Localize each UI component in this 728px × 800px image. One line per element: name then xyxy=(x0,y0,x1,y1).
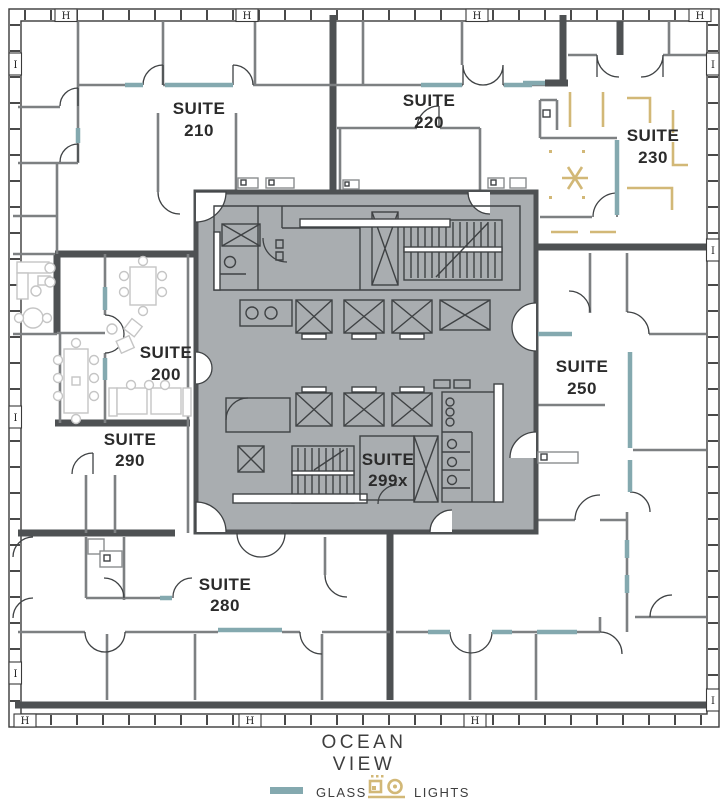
column-marker: H xyxy=(62,11,71,22)
lights-icon xyxy=(368,775,405,799)
legend: GLASS LIGHTS xyxy=(270,775,470,800)
column-marker: H xyxy=(471,716,480,727)
legend-lights-label: LIGHTS xyxy=(414,785,470,800)
glass-swatch xyxy=(270,787,303,794)
column-marker: I xyxy=(711,696,715,707)
core-interior xyxy=(213,205,521,504)
view-label-line1: OCEAN xyxy=(321,732,406,753)
suite-230-label: SUITE 230 xyxy=(627,126,680,167)
suite-word: SUITE xyxy=(104,430,157,449)
suite-number: 200 xyxy=(151,365,181,384)
footer: OCEAN VIEW GLASS LIGHTS xyxy=(270,732,470,800)
suite-word: SUITE xyxy=(627,126,680,145)
glass-walls xyxy=(75,80,633,635)
suite-299x-label: SUITE 299x xyxy=(362,450,415,490)
column-markers: H H H H H H H I I I I I I xyxy=(8,8,720,728)
column-marker: I xyxy=(14,413,18,424)
suite-number: 280 xyxy=(210,596,240,615)
walls-dark xyxy=(15,15,716,709)
suite-number: 220 xyxy=(414,113,444,132)
column-marker: H xyxy=(246,716,255,727)
suite-250-label: SUITE 250 xyxy=(556,357,609,398)
walls-medium xyxy=(13,21,706,700)
suite-labels: SUITE 210 SUITE 220 SUITE 230 SUITE 200 … xyxy=(104,91,680,615)
furniture xyxy=(13,255,192,425)
suite-word: SUITE xyxy=(199,575,252,594)
suite-word: SUITE xyxy=(173,99,226,118)
suite-280-label: SUITE 280 xyxy=(199,575,252,615)
suite-200-label: SUITE 200 xyxy=(140,343,193,384)
suite-word: SUITE xyxy=(403,91,456,110)
suite-number: 210 xyxy=(184,121,214,140)
column-marker: I xyxy=(14,60,18,71)
suite-220-label: SUITE 220 xyxy=(403,91,456,132)
column-marker: H xyxy=(243,11,252,22)
column-marker: H xyxy=(696,11,705,22)
column-marker: H xyxy=(473,11,482,22)
suite-word: SUITE xyxy=(140,343,193,362)
column-marker: I xyxy=(711,60,715,71)
suite-number: 299x xyxy=(368,471,408,490)
legend-glass-label: GLASS xyxy=(316,785,367,800)
column-marker: H xyxy=(21,716,30,727)
wall-fixtures xyxy=(87,109,579,568)
building-core xyxy=(193,189,539,535)
column-marker: I xyxy=(711,246,715,257)
door-arcs xyxy=(12,54,673,655)
suite-word: SUITE xyxy=(556,357,609,376)
suite-290-label: SUITE 290 xyxy=(104,430,157,470)
suite-number: 230 xyxy=(638,148,668,167)
suite-number: 290 xyxy=(115,451,145,470)
suite-210-label: SUITE 210 xyxy=(173,99,226,140)
suite-number: 250 xyxy=(567,379,597,398)
view-label-line2: VIEW xyxy=(333,754,396,775)
light-star-icon xyxy=(562,166,588,190)
suite-word: SUITE xyxy=(362,450,415,469)
ceiling-lights-decor xyxy=(549,92,688,234)
column-marker: I xyxy=(14,669,18,680)
